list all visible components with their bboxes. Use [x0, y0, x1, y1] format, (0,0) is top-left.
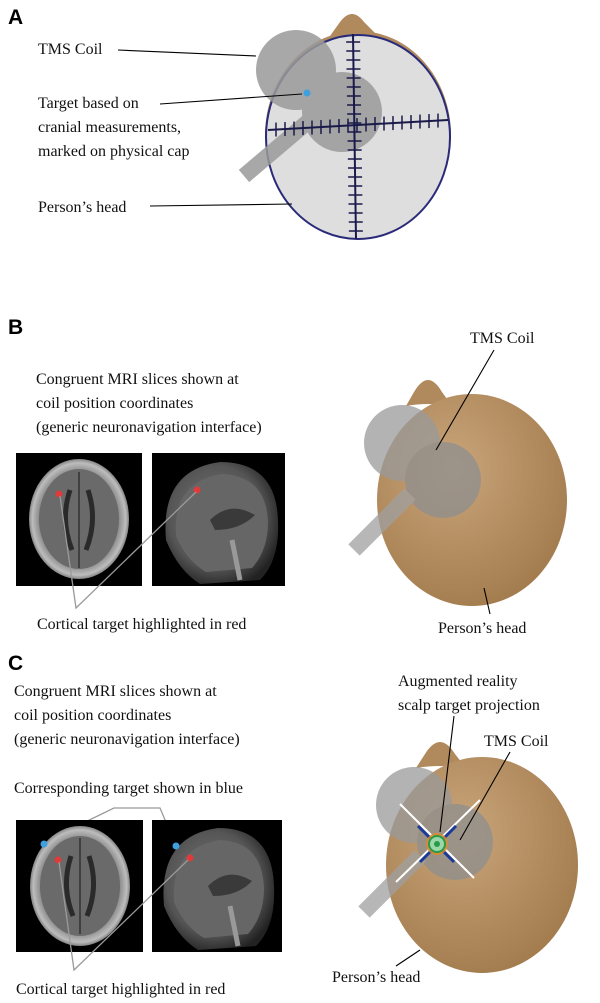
panel-c-cortical-target-label: Cortical target highlighted in red — [16, 981, 225, 998]
panel-b-mri-caption-3: (generic neuronavigation interface) — [36, 419, 262, 436]
panel-b-head-leader — [483, 587, 491, 615]
panel-b-mri-caption-1: Congruent MRI slices shown at — [36, 371, 239, 388]
panel-a-label-target-1: Target based on — [38, 95, 139, 112]
panel-c-tms-coil-leader — [459, 751, 511, 841]
panel-b-red-target-leaders — [59, 491, 197, 610]
panel-b-sagittal-mri — [152, 453, 285, 586]
panel-a-label-head: Person’s head — [38, 199, 126, 216]
panel-a-measurement-cross — [267, 33, 449, 240]
panel-b-axial-red-target — [55, 490, 63, 498]
panel-a-letter: A — [8, 6, 23, 29]
panel-b-tms-coil-leader — [435, 349, 495, 451]
panel-b-cortical-target-label: Cortical target highlighted in red — [37, 616, 246, 633]
panel-a-leader-tms-coil — [117, 49, 257, 57]
panel-a-leader-head — [149, 203, 293, 207]
panel-b-letter: B — [8, 316, 23, 339]
panel-c-ar-leader — [439, 715, 455, 833]
panel-b-sagittal-red-target — [193, 486, 201, 494]
panel-c-mri-caption-2: coil position coordinates — [14, 707, 171, 724]
panel-c-ar-label-1: Augmented reality — [398, 673, 518, 690]
panel-c-sagittal-red-target — [186, 854, 194, 862]
panel-c: C Congruent MRI slices shown at coil pos… — [8, 652, 578, 998]
panel-a: A TMS Coil Target based on cranial measu… — [8, 6, 451, 240]
panel-c-mri-caption-3: (generic neuronavigation interface) — [14, 731, 240, 748]
panel-c-axial-blue-target — [40, 840, 48, 848]
panel-b: B Congruent MRI slices shown at coil pos… — [8, 316, 567, 637]
panel-a-tms-coil — [238, 30, 382, 183]
panel-b-tms-coil — [348, 405, 481, 556]
panel-a-label-tms-coil: TMS Coil — [38, 41, 103, 58]
panel-a-label-target-2: cranial measurements, — [38, 119, 181, 136]
panel-c-tms-coil — [358, 767, 493, 918]
panel-c-sagittal-blue-target — [172, 842, 180, 850]
panel-a-blue-target-dot — [303, 89, 311, 97]
panel-c-mri-caption-1: Congruent MRI slices shown at — [14, 683, 217, 700]
panel-c-ar-projection — [395, 799, 481, 883]
panel-c-blue-target-label: Corresponding target shown in blue — [14, 780, 243, 797]
panel-a-leader-target — [159, 93, 303, 105]
panel-b-head-label: Person’s head — [438, 620, 526, 637]
panel-b-tms-coil-label: TMS Coil — [470, 330, 535, 347]
panel-c-ar-label-2: scalp target projection — [398, 697, 540, 714]
panel-c-sagittal-mri — [152, 820, 282, 952]
panel-c-head-leader — [395, 949, 421, 967]
panel-c-letter: C — [8, 652, 23, 675]
panel-b-axial-mri — [16, 453, 142, 586]
panel-c-axial-red-target — [54, 856, 62, 864]
panel-b-mri-caption-2: coil position coordinates — [36, 395, 193, 412]
panel-c-axial-mri — [16, 820, 143, 952]
panel-c-red-target-leaders — [58, 859, 189, 972]
panel-c-tms-coil-label: TMS Coil — [484, 733, 549, 750]
panel-a-label-target-3: marked on physical cap — [38, 143, 190, 160]
panel-a-measurement-ticks — [275, 41, 439, 232]
panel-c-head-label: Person’s head — [332, 969, 420, 986]
